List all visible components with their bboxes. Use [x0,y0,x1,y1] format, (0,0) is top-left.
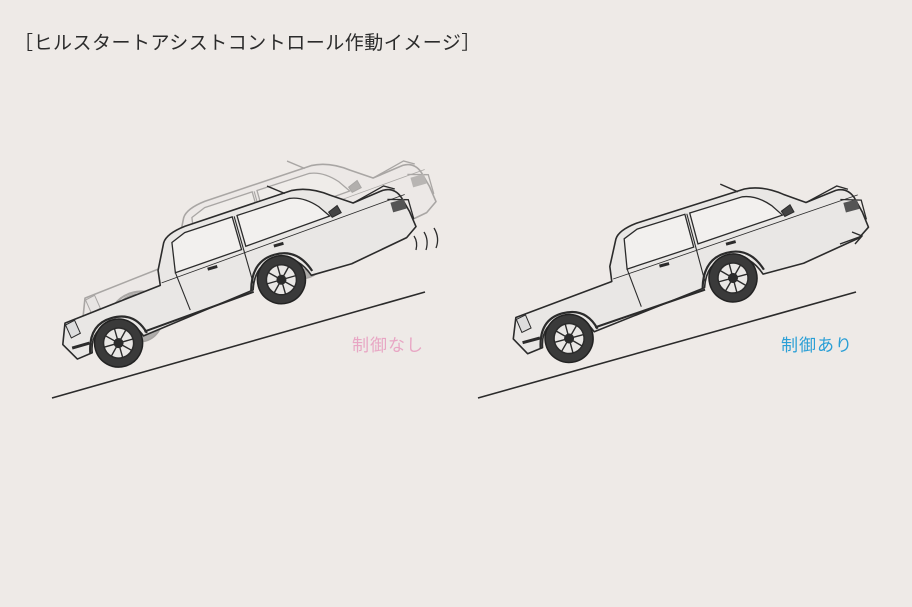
page-title: ［ヒルスタートアシストコントロール作動イメージ］ [14,32,481,54]
roll-back-marks-icon [413,227,439,251]
label-with-control: 制御あり [781,336,853,356]
label-without-control: 制御なし [352,336,424,356]
slope-line-right [477,291,857,399]
scene-without-control [34,123,453,399]
forward-arrow-icon [839,231,864,245]
scene-with-control [477,148,884,399]
slope-line-left [51,291,426,399]
